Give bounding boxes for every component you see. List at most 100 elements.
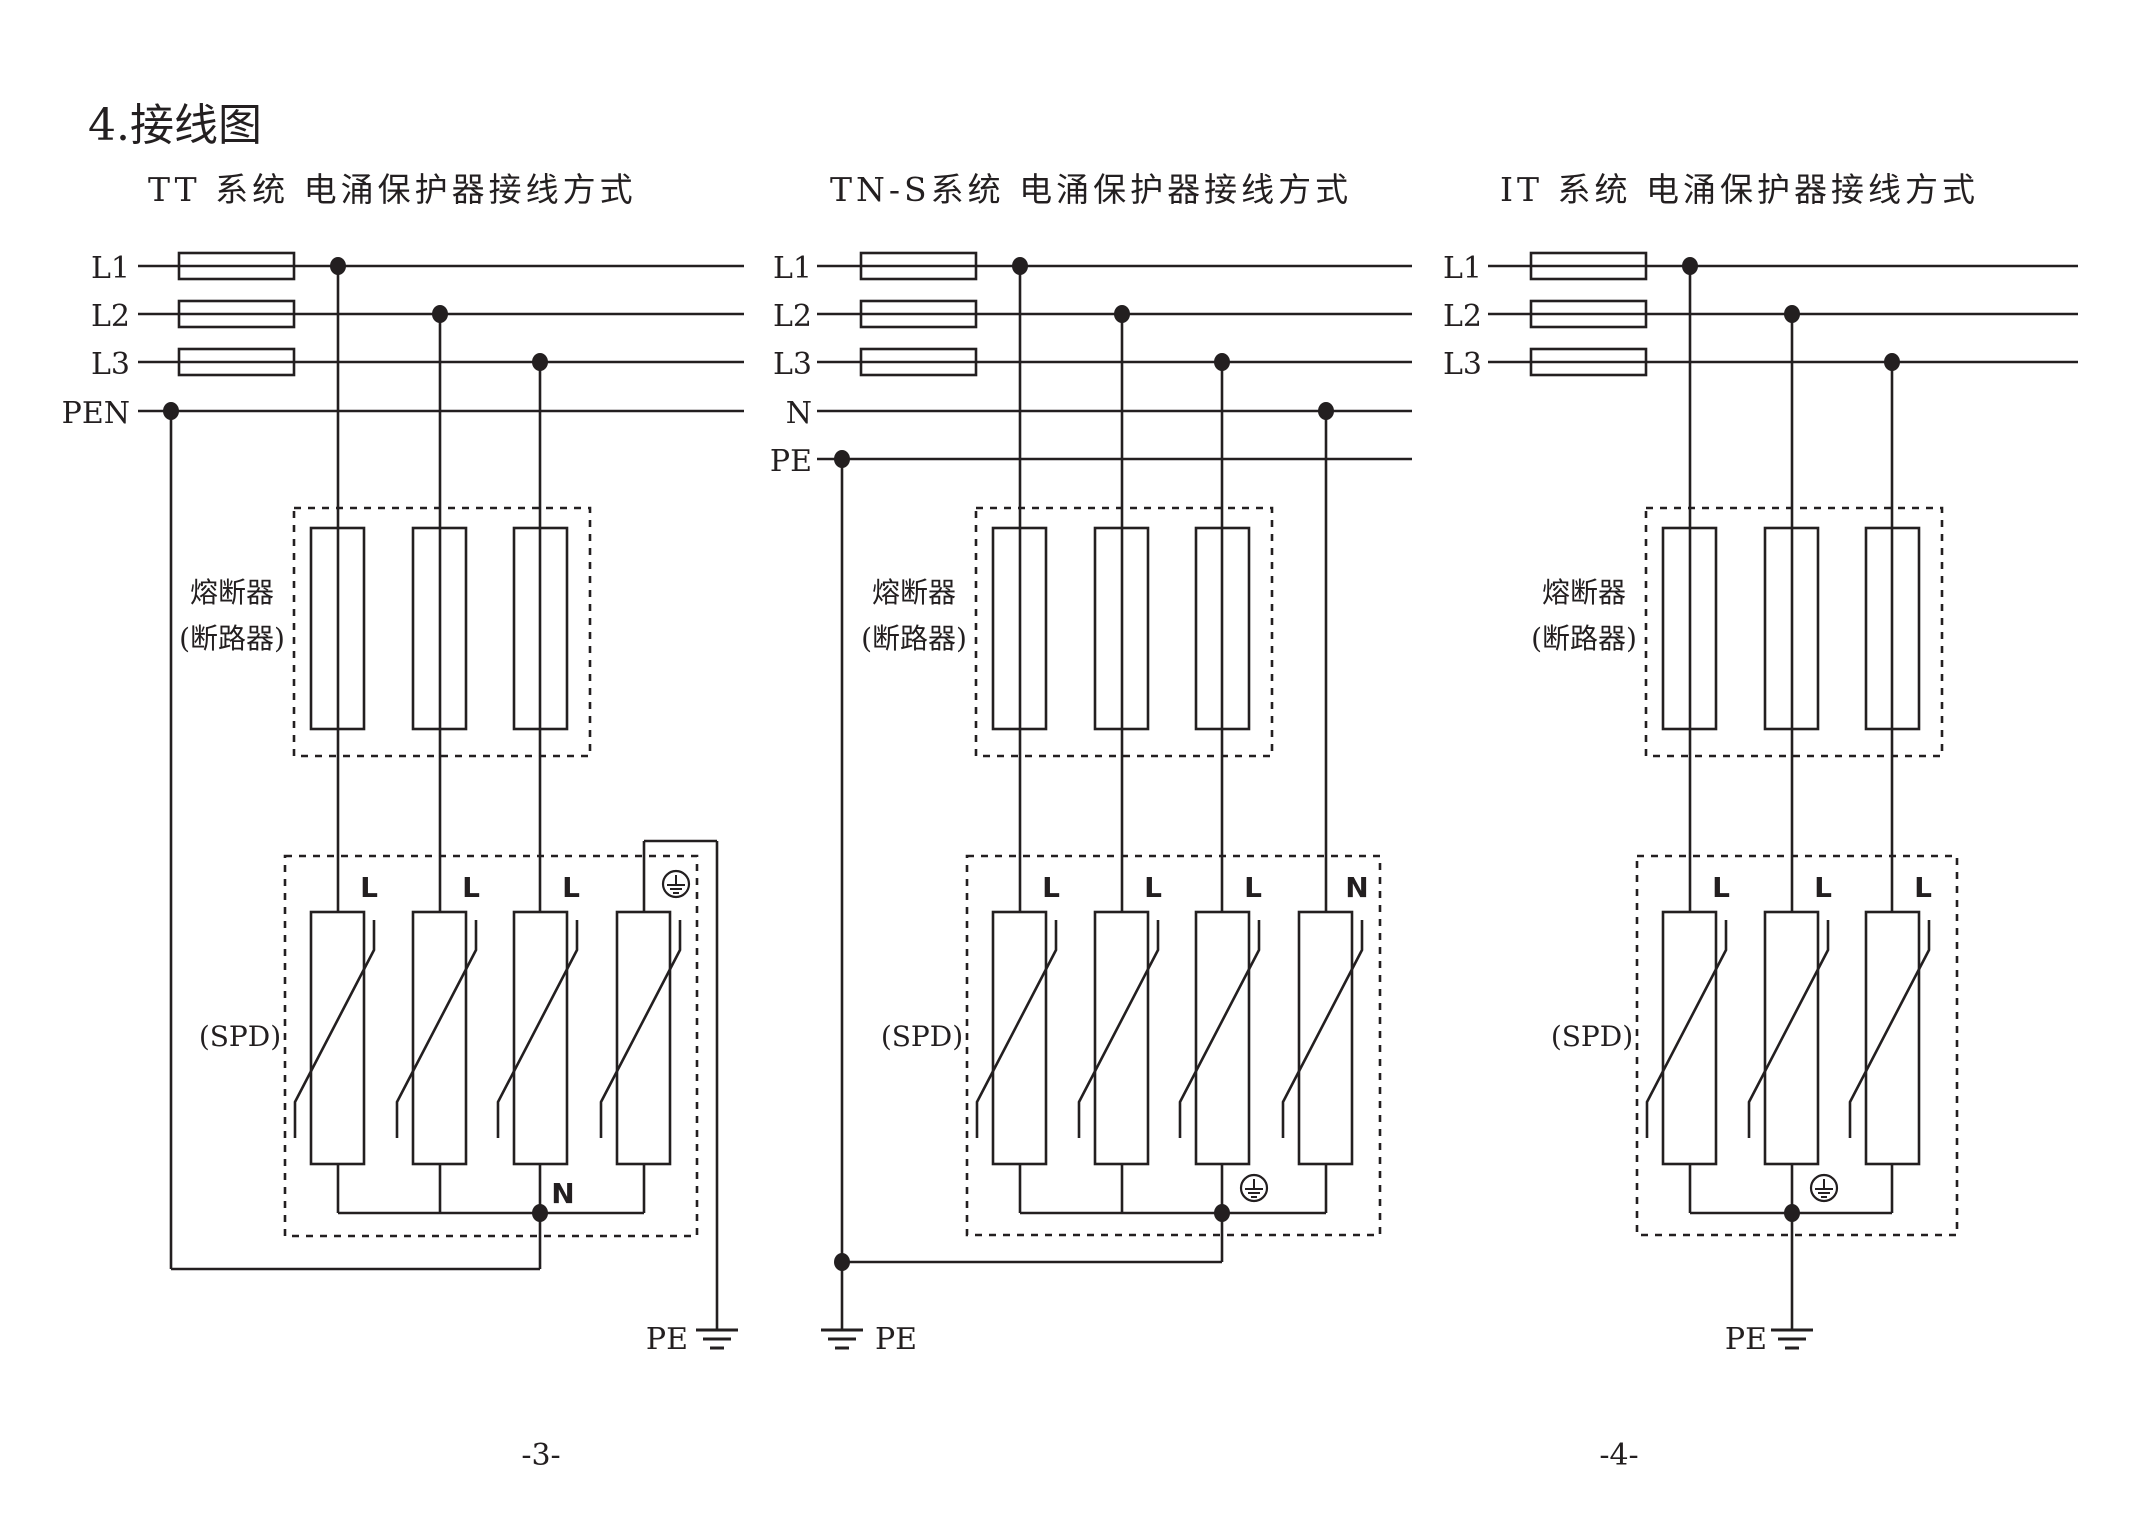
bus-label-pen: PEN	[62, 396, 130, 431]
spd-module	[1077, 910, 1160, 1166]
varistor-characteristic-line	[496, 920, 579, 1138]
page-number-left: -3-	[521, 1438, 560, 1473]
spd-group	[1635, 854, 1959, 1237]
spd-terminal-label: L	[1814, 871, 1832, 904]
junction-dot	[1884, 353, 1900, 371]
ground-label: PE	[1725, 1322, 1767, 1357]
bus-label-l1: L1	[91, 251, 130, 286]
spd-label: (SPD)	[881, 1020, 963, 1053]
breaker-enclosure	[1644, 506, 1944, 758]
earth-circle	[661, 869, 691, 899]
bus-label-l3: L3	[773, 347, 812, 382]
spd-module	[293, 910, 376, 1166]
bus-fuse	[1529, 251, 1648, 281]
spd-terminal-label: L	[1042, 871, 1060, 904]
junction-dot	[1114, 305, 1130, 323]
spd-varistor-body	[1194, 910, 1251, 1166]
varistor-characteristic-line	[1848, 920, 1931, 1138]
breaker-label-alt: (断路器)	[861, 622, 967, 655]
varistor-characteristic-line	[395, 920, 478, 1138]
spd-module	[496, 910, 579, 1166]
spd-varistor-body	[615, 910, 672, 1166]
diagram-title: TT 系统 电涌保护器接线方式	[148, 170, 637, 209]
earth-circle	[1239, 1173, 1269, 1203]
bus-label-l1: L1	[773, 251, 812, 286]
bus-label-l1: L1	[1443, 251, 1482, 286]
breaker-label: 熔断器	[1542, 576, 1626, 609]
page-number-right: -4-	[1599, 1438, 1638, 1473]
junction-dot	[1682, 257, 1698, 275]
spd-varistor-body	[1297, 910, 1354, 1166]
junction-dot	[1012, 257, 1028, 275]
spd-terminal-label: L	[1144, 871, 1162, 904]
breaker-label: 熔断器	[872, 576, 956, 609]
bus-fuse	[859, 251, 978, 281]
bus-label-l2: L2	[773, 299, 812, 334]
breaker-label: 熔断器	[190, 576, 274, 609]
spd-varistor-body	[1763, 910, 1820, 1166]
diagram-title: TN-S系统 电涌保护器接线方式	[830, 170, 1352, 209]
bus-fuse	[859, 347, 978, 377]
spd-group	[283, 854, 699, 1238]
spd-varistor-body	[411, 910, 468, 1166]
junction-dot	[432, 305, 448, 323]
spd-module	[599, 910, 682, 1166]
breaker-enclosure	[974, 506, 1274, 758]
varistor-characteristic-line	[1747, 920, 1830, 1138]
varistor-characteristic-line	[1077, 920, 1160, 1138]
junction-dot	[1784, 305, 1800, 323]
spd-module	[395, 910, 478, 1166]
spd-varistor-body	[1661, 910, 1718, 1166]
spd-label: (SPD)	[1551, 1020, 1633, 1053]
ground-label: PE	[875, 1322, 917, 1357]
spd-module	[1848, 910, 1931, 1166]
varistor-characteristic-line	[599, 920, 682, 1138]
spd-varistor-body	[1093, 910, 1150, 1166]
ground-icon	[1771, 1328, 1813, 1350]
spd-terminal-label: L	[462, 871, 480, 904]
varistor-characteristic-line	[1281, 920, 1364, 1138]
varistor-characteristic-line	[293, 920, 376, 1138]
ground-icon	[821, 1328, 863, 1350]
bus-label-l2: L2	[91, 299, 130, 334]
spd-terminal-label: L	[1712, 871, 1730, 904]
diagram-title: IT 系统 电涌保护器接线方式	[1500, 170, 1979, 209]
spd-varistor-body	[1864, 910, 1921, 1166]
protective-earth-icon	[1239, 1173, 1269, 1203]
bus-fuse	[177, 251, 296, 281]
varistor-characteristic-line	[975, 920, 1058, 1138]
bus-fuse	[1529, 347, 1648, 377]
bus-label-pe: PE	[770, 444, 812, 479]
bus-fuse	[177, 299, 296, 329]
ground-icon	[696, 1328, 738, 1350]
earth-circle	[1809, 1173, 1839, 1203]
junction-dot	[1318, 402, 1334, 420]
junction-dot	[330, 257, 346, 275]
spd-module	[1747, 910, 1830, 1166]
spd-terminal-label: L	[562, 871, 580, 904]
varistor-characteristic-line	[1645, 920, 1728, 1138]
spd-terminal-label: L	[1914, 871, 1932, 904]
page-heading: 4.接线图	[88, 100, 262, 151]
junction-dot	[532, 1204, 548, 1222]
spd-group	[965, 854, 1382, 1237]
spd-terminal-label: L	[360, 871, 378, 904]
spd-enclosure	[1635, 854, 1959, 1237]
varistor-characteristic-line	[1178, 920, 1261, 1138]
protective-earth-icon	[661, 869, 691, 899]
breaker-enclosure	[292, 506, 592, 758]
junction-dot	[834, 1253, 850, 1271]
spd-module	[1645, 910, 1728, 1166]
bus-label-n: N	[786, 396, 812, 431]
spd-module	[1281, 910, 1364, 1166]
junction-dot	[1214, 353, 1230, 371]
junction-dot	[532, 353, 548, 371]
spd-varistor-body	[991, 910, 1048, 1166]
spd-module	[975, 910, 1058, 1166]
bus-fuse	[177, 347, 296, 377]
bus-fuse	[859, 299, 978, 329]
